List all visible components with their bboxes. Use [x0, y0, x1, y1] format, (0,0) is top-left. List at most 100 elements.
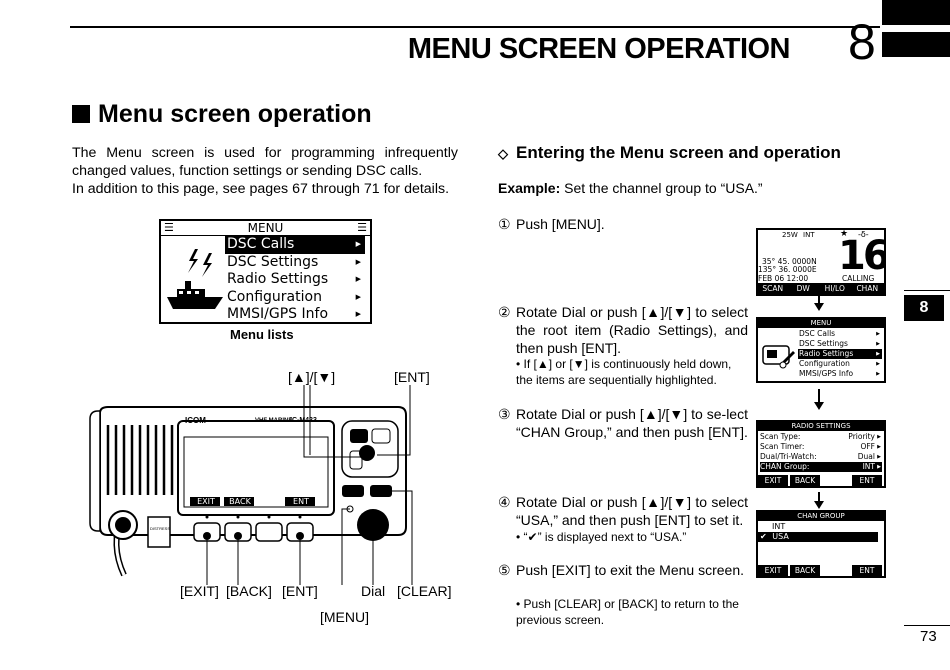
label-updown: [▲]/[▼] — [288, 369, 336, 385]
header-title: MENU SCREEN OPERATION — [407, 33, 791, 65]
label-back: [BACK] — [226, 583, 272, 599]
triangle-right-icon: ▶ — [355, 257, 361, 266]
menu-small-items: DSC Calls▶DSC Settings▶Radio Settings▶Co… — [798, 329, 882, 379]
triangle-right-icon: ▶ — [877, 454, 881, 460]
radio-softkey-exit: EXIT — [197, 497, 215, 506]
chan-group-title: CHAN GROUP — [758, 512, 884, 521]
row-value: Priority — [848, 432, 875, 441]
radio-model-text: VHF MARINE — [255, 418, 293, 424]
softkey-back[interactable]: BACK — [790, 475, 820, 486]
menu-item-label: MMSI/GPS Info — [227, 306, 329, 322]
procedure-title: ◇Entering the Menu screen and operation — [498, 143, 841, 162]
flow-arrow-3-head — [814, 501, 824, 509]
menu-item[interactable]: Radio Settings▶ — [225, 271, 365, 289]
label-exit: [EXIT] — [180, 583, 219, 599]
row-label: Dual/Tri-Watch: — [760, 452, 817, 461]
softkey-scan[interactable]: SCAN — [758, 283, 788, 294]
chapter-tab-top — [882, 0, 950, 25]
menu-small-item: DSC Calls▶ — [798, 329, 882, 339]
label-ent: [ENT] — [282, 583, 318, 599]
chapter-number: 8 — [848, 14, 876, 70]
menu-small-item-label: MMSI/GPS Info — [799, 369, 854, 378]
step-4: ④ Rotate Dial or push [▲]/[▼] to select … — [498, 494, 748, 528]
page-rule — [904, 625, 950, 626]
side-tab-rule — [904, 290, 950, 291]
step-3: ③ Rotate Dial or push [▲]/[▼] to se-lect… — [498, 406, 748, 440]
step-5: ⑤ Push [EXIT] to exit the Menu screen. — [498, 562, 744, 578]
menu-small-item-label: Configuration — [799, 359, 850, 368]
menu-icon: ☰ — [164, 221, 174, 234]
radio-illustration — [89, 385, 413, 585]
menu-item-label: Configuration — [227, 288, 322, 305]
note-step-4: • “✔” is displayed next to “USA.” — [516, 530, 687, 544]
header-rule — [70, 26, 880, 28]
softkey-back[interactable]: BACK — [790, 565, 820, 576]
section-title: Menu screen operation — [72, 100, 372, 129]
menu-item[interactable]: DSC Settings▶ — [225, 254, 365, 272]
menu-item[interactable]: MMSI/GPS Info ▶ — [225, 306, 365, 322]
note-step-5: • Push [CLEAR] or [BACK] to return to th… — [516, 597, 739, 627]
radio-softkey-ent: ENT — [293, 497, 309, 506]
triangle-right-icon: ▶ — [355, 292, 361, 301]
triangle-right-icon: ▶ — [355, 240, 361, 248]
softkey-hilo[interactable]: HI/LO — [819, 283, 851, 294]
flow-arrow-1 — [818, 294, 820, 304]
flow-arrow-1-head — [814, 303, 824, 311]
intro-line-1: The Menu screen is used for programming … — [72, 145, 458, 161]
radio-settings-rows: Scan Type:Priority▶Scan Timer:OFF▶Dual/T… — [760, 432, 882, 472]
triangle-right-icon: ▶ — [355, 275, 361, 283]
softkey-ent[interactable]: ENT — [852, 475, 882, 486]
radio-model-num: IC-M423 — [290, 417, 317, 424]
row-value: INT — [862, 462, 875, 471]
menu-small-item: Configuration ▶ — [798, 359, 882, 369]
triangle-right-icon: ▶ — [877, 464, 881, 470]
check-icon: ✔ — [760, 532, 767, 541]
ship-icon — [167, 249, 223, 309]
menu-lists-caption: Menu lists — [230, 327, 294, 342]
menu-small-title: MENU — [758, 319, 884, 328]
label-ent-top: [ENT] — [394, 369, 430, 385]
menu-small-item: Radio Settings▶ — [798, 349, 882, 359]
menu-icon: ☰ — [357, 221, 367, 234]
label-menu: [MENU] — [320, 609, 369, 625]
radio-settings-row: Dual/Tri-Watch:Dual▶ — [760, 452, 882, 462]
flow-arrow-3 — [818, 492, 820, 502]
triangle-right-icon: ▶ — [355, 310, 361, 318]
step-2: ② Rotate Dial or push [▲]/[▼] to select … — [498, 304, 748, 356]
chapter-tab-bottom — [882, 32, 950, 57]
chan-group-item-usa: ✔ USA — [758, 532, 878, 542]
square-bullet-icon — [72, 105, 90, 123]
menu-small-item-label: DSC Settings — [799, 339, 848, 348]
example-line: Example: Set the channel group to “USA.” — [498, 180, 763, 196]
softkey-exit[interactable]: EXIT — [758, 475, 788, 486]
menu-small-item: DSC Settings▶ — [798, 339, 882, 349]
step-1: ① Push [MENU]. — [498, 216, 605, 232]
softkey-exit[interactable]: EXIT — [758, 565, 788, 576]
softkey-dw[interactable]: DW — [789, 283, 818, 294]
row-label: CHAN Group: — [760, 462, 810, 471]
triangle-right-icon: ▶ — [876, 361, 880, 367]
menu-item[interactable]: DSC Calls ▶ — [225, 236, 365, 254]
radio-softkey-back: BACK — [229, 497, 251, 506]
radio-settings-title: RADIO SETTINGS — [758, 422, 884, 431]
menu-screen-title: MENU — [247, 221, 284, 235]
dual-watch-icon: -δ- — [858, 230, 869, 239]
radio-settings-screen: RADIO SETTINGS Scan Type:Priority▶Scan T… — [756, 420, 886, 488]
menu-screen-small: MENU DSC Calls▶DSC Settings▶Radio Settin… — [756, 317, 886, 383]
menu-item-label: DSC Calls — [227, 236, 295, 252]
intro-line-3: In addition to this page, see pages 67 t… — [72, 181, 450, 197]
softkey-ent[interactable]: ENT — [852, 565, 882, 576]
side-chapter-tab: 8 — [904, 295, 944, 321]
menu-item[interactable]: Configuration ▶ — [225, 289, 365, 307]
label-clear: [CLEAR] — [397, 583, 452, 599]
softkey-chan[interactable]: CHAN — [852, 283, 882, 294]
triangle-right-icon: ▶ — [877, 444, 881, 450]
radio-settings-row: Scan Timer:OFF▶ — [760, 442, 882, 452]
label-dial: Dial — [361, 583, 386, 599]
triangle-right-icon: ▶ — [877, 434, 881, 440]
page-number: 73 — [920, 628, 937, 645]
channel-number: 16 — [838, 233, 886, 279]
